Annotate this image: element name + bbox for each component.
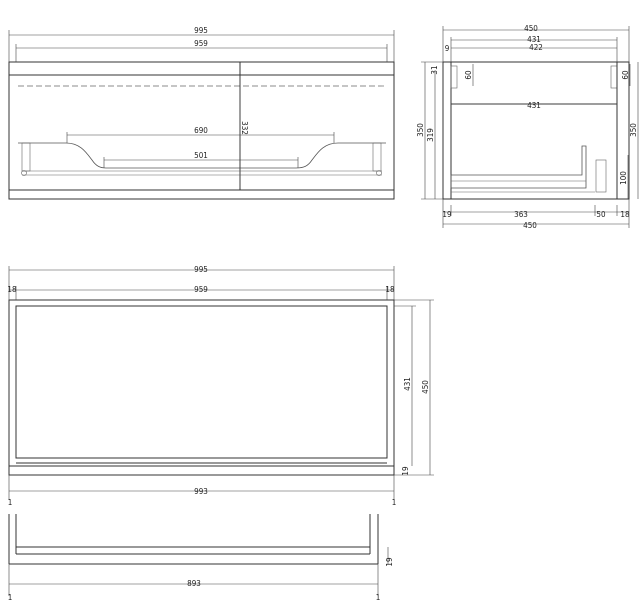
dim-top-left-gap: 1 <box>8 498 13 507</box>
dim-top-right-panel: 18 <box>385 285 395 294</box>
dim-bottom-front-thickness: 19 <box>385 557 394 567</box>
dim-side-rail-height-left: 60 <box>464 70 473 80</box>
top-cabinet-outline <box>8 299 395 476</box>
dim-side-depth-431-top: 431 <box>527 35 541 44</box>
dim-front-drawer-width: 501 <box>194 151 208 160</box>
bottom-view: 19 1 893 1 <box>8 514 394 601</box>
dim-side-rail-height-right: 60 <box>621 70 630 80</box>
dim-top-left-panel: 18 <box>7 285 17 294</box>
dim-side-depth-422: 422 <box>529 43 543 52</box>
dim-top-depth-overall: 450 <box>421 380 430 394</box>
dim-front-height: 332 <box>240 121 249 135</box>
top-view: 995 18 959 18 431 450 19 1 993 1 <box>7 265 434 507</box>
dim-side-depth-overall-bottom: 450 <box>523 221 537 230</box>
dim-side-bottom-363: 363 <box>514 210 528 219</box>
dim-front-handle-width: 690 <box>194 126 208 135</box>
dim-top-depth-inner: 431 <box>403 377 412 391</box>
front-view: 995 959 690 501 332 <box>8 26 395 200</box>
side-rail-block-right <box>610 65 618 89</box>
dim-side-inner-depth: 431 <box>527 101 541 110</box>
dim-top-width-overall: 995 <box>194 265 208 274</box>
dim-front-width-inner: 959 <box>194 39 208 48</box>
dim-side-bottom-19: 19 <box>442 210 452 219</box>
dim-bottom-right-gap: 1 <box>376 593 381 601</box>
side-drawer-profile <box>450 145 587 189</box>
dim-side-gap-label: 9 <box>445 44 450 53</box>
dim-side-inner-height: 319 <box>426 128 435 142</box>
front-runner-left <box>21 142 31 172</box>
dim-bottom-width: 893 <box>187 579 201 588</box>
dim-top-right-gap: 1 <box>392 498 397 507</box>
side-rail-block-left <box>450 65 458 89</box>
dim-side-drawer-height: 100 <box>619 171 628 185</box>
front-cabinet-outline <box>8 61 395 200</box>
front-wheel-left-icon <box>21 170 27 176</box>
dim-top-width-inner: 959 <box>194 285 208 294</box>
dim-side-depth-overall-top: 450 <box>524 24 538 33</box>
dim-side-top-thickness: 31 <box>430 65 439 74</box>
side-cabinet-outline <box>442 61 630 200</box>
side-back-block <box>595 159 607 193</box>
top-inner-outline <box>15 305 388 459</box>
dim-front-width-overall: 995 <box>194 26 208 35</box>
dim-bottom-left-gap: 1 <box>8 593 13 601</box>
dim-side-bottom-50: 50 <box>596 210 606 219</box>
front-wheel-right-icon <box>376 170 382 176</box>
front-runner-right <box>372 142 382 172</box>
side-view: 450 431 422 9 31 60 60 431 350 319 350 1… <box>416 24 639 230</box>
dim-side-bottom-18: 18 <box>620 210 630 219</box>
front-drawer-profile <box>18 142 386 169</box>
dim-top-bottom-width: 993 <box>194 487 208 496</box>
dim-side-height-left: 350 <box>416 123 425 137</box>
dim-side-height-right: 350 <box>629 123 638 137</box>
dim-top-front-thickness: 19 <box>401 466 410 476</box>
